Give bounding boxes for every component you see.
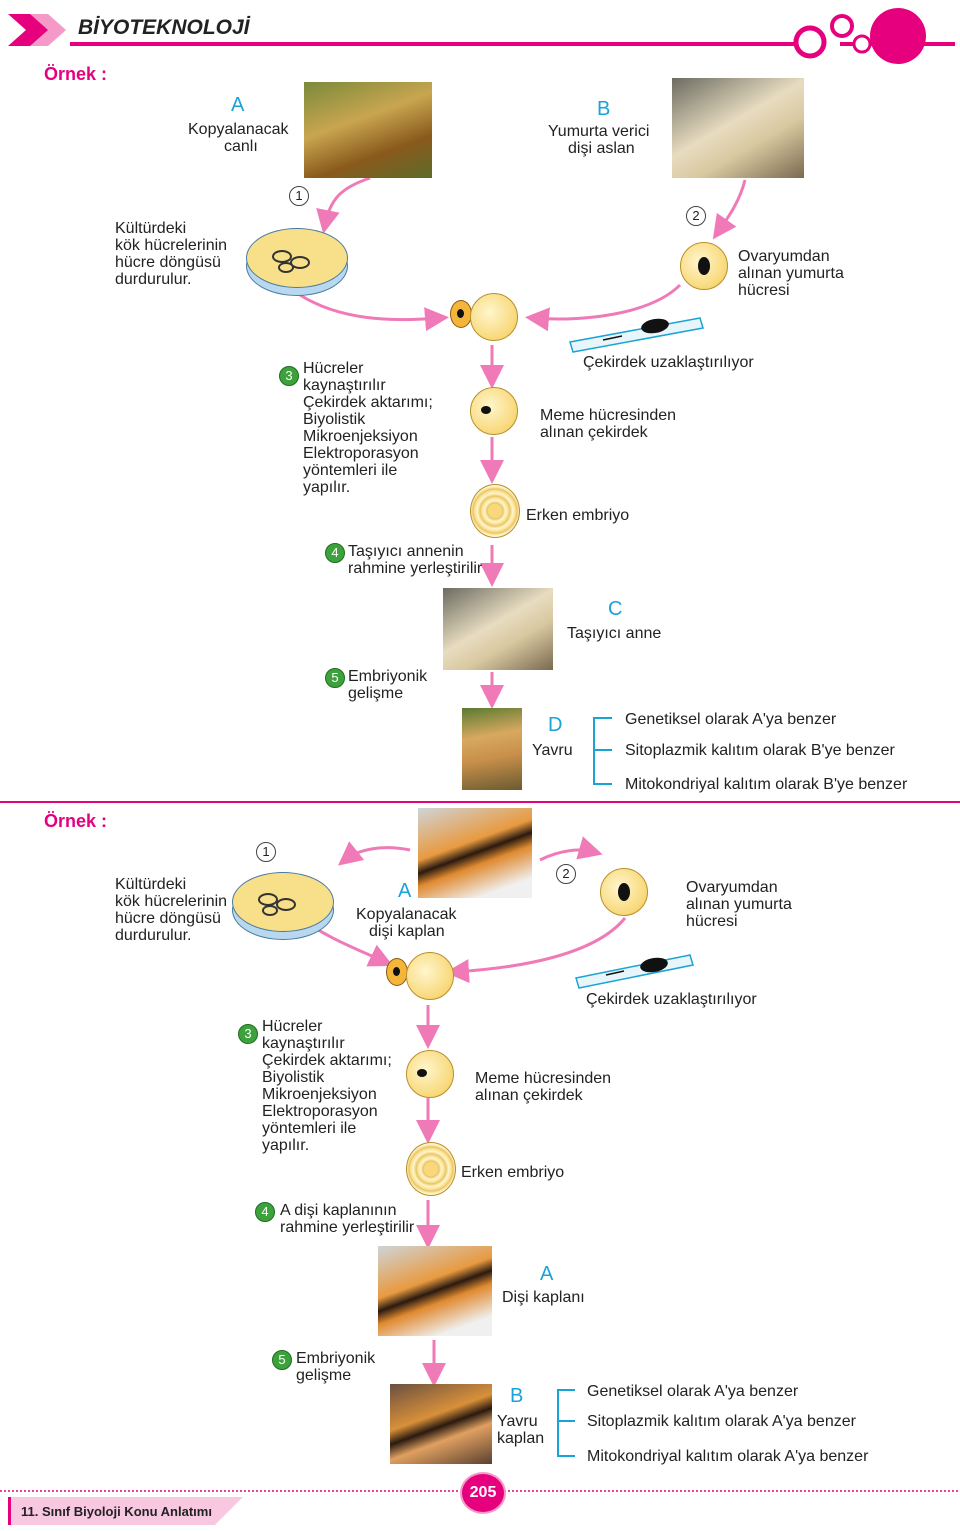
- example1-a-line1: Kopyalanacak: [188, 121, 289, 138]
- lion-cub-photo: [462, 708, 522, 790]
- example1-enucleate-text: Çekirdek uzaklaştırılıyor: [583, 354, 754, 371]
- tiger-cub-photo: [390, 1384, 492, 1464]
- lion-photo: [304, 82, 432, 178]
- example2-a-line2: dişi kaplan: [369, 923, 445, 940]
- example2-reconstructed-egg: [406, 1050, 454, 1098]
- example1-egg-cell: [680, 242, 728, 290]
- example2-body-cell: [386, 958, 408, 986]
- example2-a-line1: Kopyalanacak: [356, 906, 457, 923]
- example2-offspring-line1: Yavru: [497, 1413, 538, 1430]
- example1-enucleated-egg: [470, 293, 518, 341]
- example1-reconstructed-egg: [470, 387, 518, 435]
- example2-enucleated-egg: [406, 952, 454, 1000]
- example2-step-5: 5: [272, 1350, 292, 1370]
- book-title-tab: 11. Sınıf Biyoloji Konu Anlatımı: [8, 1497, 243, 1525]
- example1-label: Örnek :: [44, 64, 108, 84]
- example2-letter-a2: A: [540, 1263, 554, 1285]
- example2-step-3: 3: [238, 1024, 258, 1044]
- example1-offspring-text: Yavru: [532, 742, 573, 759]
- example1-letter-b: B: [597, 98, 611, 120]
- example1-step-1: 1: [289, 186, 309, 206]
- example2-offspring-line2: kaplan: [497, 1430, 545, 1447]
- example2-step-4: 4: [255, 1202, 275, 1222]
- example2-letter-b: B: [510, 1385, 524, 1407]
- example1-b-line2: dişi aslan: [568, 140, 635, 157]
- example1-letter-c: C: [608, 598, 623, 620]
- example2-letter-a: A: [398, 880, 412, 902]
- example1-body-cell: [450, 300, 472, 328]
- page-number-badge: 205: [460, 1472, 506, 1514]
- tiger-photo: [418, 808, 532, 898]
- lioness-photo: [672, 78, 804, 178]
- example2-embryo-text: Erken embriyo: [461, 1164, 565, 1181]
- example1-surrogate-text: Taşıyıcı anne: [567, 625, 662, 642]
- header-title: BİYOTEKNOLOJİ: [78, 16, 250, 39]
- example2-label: Örnek :: [44, 811, 108, 831]
- book-title: 11. Sınıf Biyoloji Konu Anlatımı: [21, 1504, 212, 1519]
- surrogate-tiger-photo: [378, 1246, 492, 1336]
- example1-embryo: [470, 484, 520, 538]
- example1-step-3: 3: [279, 366, 299, 386]
- example1-letter-a: A: [231, 94, 245, 116]
- page-number: 205: [469, 1484, 497, 1501]
- example2-step-1: 1: [256, 842, 276, 862]
- example2-enucleate-text: Çekirdek uzaklaştırılıyor: [586, 991, 757, 1008]
- example2-egg-cell: [600, 868, 648, 916]
- header-decoration: [8, 8, 955, 64]
- example1-embryo-text: Erken embriyo: [526, 507, 630, 524]
- example2-embryo: [406, 1142, 456, 1196]
- example1-step-2: 2: [686, 206, 706, 226]
- example2-step-2: 2: [556, 864, 576, 884]
- example1-step-5: 5: [325, 668, 345, 688]
- example2-surrogate-text: Dişi kaplanı: [502, 1289, 585, 1306]
- example1-a-line2: canlı: [224, 138, 258, 155]
- surrogate-lioness-photo: [443, 588, 553, 670]
- example1-letter-d: D: [548, 714, 563, 736]
- example1-b-line1: Yumurta verici: [548, 123, 650, 140]
- example1-step-4: 4: [325, 543, 345, 563]
